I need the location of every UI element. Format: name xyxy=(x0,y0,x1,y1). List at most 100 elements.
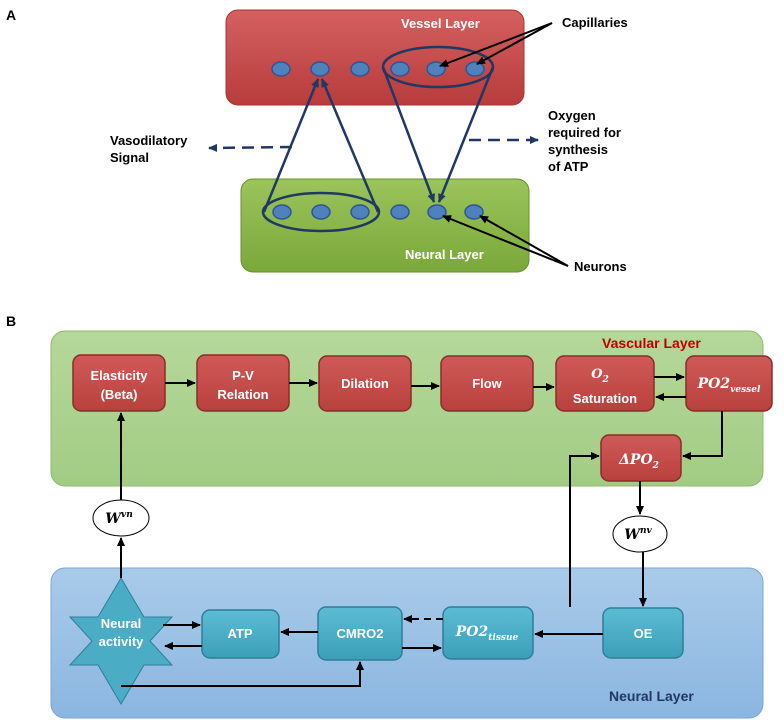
vessel-layer-box xyxy=(225,9,525,106)
elasticity-line2: (Beta) xyxy=(101,387,138,402)
flow-box xyxy=(440,355,534,412)
elasticity-line1: Elasticity xyxy=(90,368,148,383)
vessel-layer-label: Vessel Layer xyxy=(401,16,480,31)
oe-node: OE xyxy=(602,607,684,659)
neural-layer-panel xyxy=(50,567,764,719)
o2-label: O2 xyxy=(591,367,609,385)
neuron-dot xyxy=(427,204,447,220)
flow-node: Flow xyxy=(440,355,534,412)
panel-a-label: A xyxy=(6,7,16,23)
capillaries-pointer-1 xyxy=(439,22,553,67)
po2-vessel-sub: vessel xyxy=(730,385,761,395)
cone-down-left xyxy=(381,66,436,203)
neural-layer-box xyxy=(240,178,530,273)
neurons-label: Neurons xyxy=(574,259,627,274)
arrow-na-to-cmro2 xyxy=(121,661,364,687)
capillary-dot xyxy=(465,61,485,77)
delta-po2-node: ΔPO2 xyxy=(600,434,682,482)
arrow-po2tissue-to-delta xyxy=(569,452,600,607)
pv-relation-line1: P-V xyxy=(232,368,254,383)
vascular-layer-title: Vascular Layer xyxy=(602,335,701,351)
panel-b-arrows xyxy=(117,373,723,687)
oe-label: OE xyxy=(634,626,653,641)
wvn-label: Wvn xyxy=(105,510,133,527)
saturation-label: Saturation xyxy=(573,391,637,406)
neural-layer-label: Neural Layer xyxy=(405,247,484,262)
cmro2-label: CMRO2 xyxy=(337,626,384,641)
capillary-dot xyxy=(310,61,330,77)
vasodilatory-label-line2: Signal xyxy=(110,150,149,165)
pv-relation-line2: Relation xyxy=(217,387,268,402)
o2-saturation-box xyxy=(555,355,655,412)
wvn-node: Wvn xyxy=(92,499,150,537)
neural-activity-node: Neural activity xyxy=(68,577,174,705)
flow-label: Flow xyxy=(472,376,502,391)
atp-box xyxy=(201,609,280,659)
neuron-dots xyxy=(272,204,484,220)
po2-tissue-node: PO2tissue xyxy=(442,606,534,660)
po2-vessel-label: PO2vessel xyxy=(697,376,761,395)
vasodilatory-label-line1: Vasodilatory xyxy=(110,133,188,148)
neuron-dot xyxy=(272,204,292,220)
po2-vessel-box xyxy=(685,355,773,412)
po2-vessel-base: PO xyxy=(697,376,722,392)
neural-layer-title: Neural Layer xyxy=(609,688,694,704)
dilation-box xyxy=(318,355,412,412)
wnv-node: Wnv xyxy=(612,515,668,553)
po2-tissue-label: PO2tissue xyxy=(455,624,519,643)
capillary-dot xyxy=(390,61,410,77)
atp-node: ATP xyxy=(201,609,280,659)
elasticity-node: Elasticity (Beta) xyxy=(72,354,166,412)
o2-sub: 2 xyxy=(602,375,609,385)
delta-po2-base: ΔPO xyxy=(618,452,653,468)
capillary-dot xyxy=(271,61,291,77)
elasticity-box xyxy=(72,354,166,412)
cone-line-left xyxy=(262,78,320,213)
delta-po2-sub: 2 xyxy=(652,461,659,471)
capillary-dots xyxy=(271,61,485,77)
oxygen-label-line4: of ATP xyxy=(548,159,589,174)
po2-vessel-num: 2 xyxy=(719,376,730,392)
cmro2-box xyxy=(317,606,403,661)
neurons-pointer-2 xyxy=(479,215,569,267)
oxygen-label-line3: synthesis xyxy=(548,142,608,157)
neurons-pointer-1 xyxy=(442,215,569,267)
o2-saturation-node: O2 Saturation xyxy=(555,355,655,412)
oxygen-label-line2: required for xyxy=(548,125,621,140)
oxygen-label-line1: Oxygen xyxy=(548,108,596,123)
pv-relation-node: P-V Relation xyxy=(196,354,290,412)
panel-b-label: B xyxy=(6,313,16,329)
neural-activity-star xyxy=(68,577,174,705)
po2-tissue-num: 2 xyxy=(478,624,489,640)
capillaries-pointer-2 xyxy=(476,22,553,65)
vasodilatory-arrow xyxy=(208,143,293,152)
o2-base: O xyxy=(591,367,603,382)
wnv-sup: nv xyxy=(640,526,653,536)
neuron-dot xyxy=(390,204,410,220)
neuron-dot xyxy=(464,204,484,220)
pv-relation-box xyxy=(196,354,290,412)
capillary-dot xyxy=(350,61,370,77)
po2-tissue-sub: tissue xyxy=(488,633,518,643)
neuron-dot xyxy=(311,204,331,220)
cone-down-right xyxy=(437,66,495,203)
wvn-base: W xyxy=(105,511,122,527)
neuron-dot xyxy=(350,204,370,220)
neural-activity-line1: Neural xyxy=(101,616,141,631)
wnv-base: W xyxy=(624,527,641,543)
dilation-node: Dilation xyxy=(318,355,412,412)
neuron-group-outline xyxy=(261,191,381,233)
atp-label: ATP xyxy=(227,626,252,641)
wvn-sup: vn xyxy=(121,510,133,520)
wnv-label: Wnv xyxy=(624,526,652,543)
delta-po2-label: ΔPO2 xyxy=(618,452,659,471)
po2-tissue-base: PO xyxy=(455,624,480,640)
po2-vessel-node: PO2vessel xyxy=(685,355,773,412)
dilation-label: Dilation xyxy=(341,376,389,391)
arrow-po2vessel-to-delta xyxy=(682,411,723,460)
wnv-ellipse xyxy=(612,515,668,553)
cmro2-node: CMRO2 xyxy=(317,606,403,661)
neural-activity-line2: activity xyxy=(99,634,145,649)
capillaries-label: Capillaries xyxy=(562,15,628,30)
